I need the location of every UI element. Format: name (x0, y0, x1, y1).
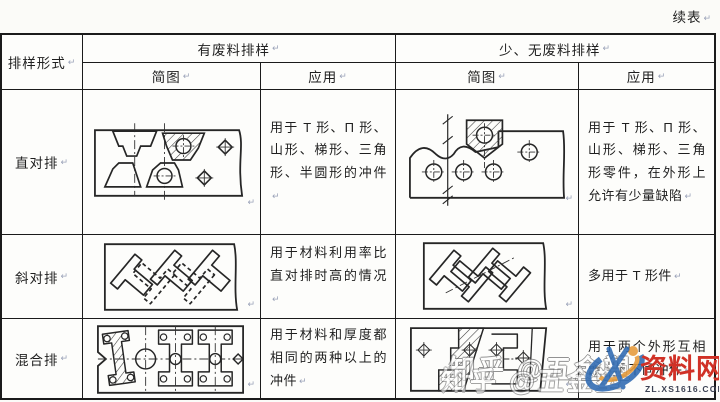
paragraph-mark: ↵ (299, 375, 308, 386)
application-mixed-with-waste: 用于材料和厚度都相同的两种以上的冲件↵ (261, 319, 396, 398)
application-straight-opposed-no-waste: 用于 T 形、Π 形、山形、梯形、三角形零件，在外形上允许有少量缺陷↵ (579, 90, 714, 235)
strip-layout-diagram (97, 325, 245, 394)
paragraph-mark: ↵ (703, 13, 712, 23)
row-straight-opposed-label: 直对排↵ (2, 90, 83, 235)
application-slant-opposed-with-waste: 用于材料利用率比直对排时高的情况↵ (261, 235, 396, 319)
application-slant-opposed-no-waste: 多用于 T 形件↵ (579, 235, 714, 319)
row-slant-opposed-label: 斜对排↵ (2, 235, 83, 319)
paragraph-mark: ↵ (565, 379, 573, 389)
diagram-slant-opposed-no-waste: ↵ (396, 235, 579, 319)
paragraph-mark: ↵ (339, 70, 348, 81)
strip-layout-diagram (103, 242, 239, 311)
strip-layout-diagram (410, 327, 548, 392)
application-mixed-no-waste: 用于两个外形互相嵌入的不同冲件↵ (588, 338, 706, 377)
header-diagram-with-waste: 简图↵ (83, 63, 261, 90)
layout-methods-table: 排样形式↵ 有废料排样↵ 少、无废料排样↵ 简图↵ 应用↵ 简图↵ 应用↵ 直对… (0, 33, 716, 400)
continued-table-label: 续表↵ (672, 6, 712, 26)
paragraph-mark: ↵ (684, 364, 693, 375)
header-with-waste-group: 有废料排样↵ (83, 35, 396, 63)
paragraph-mark: ↵ (272, 190, 281, 201)
strip-layout-diagram (409, 113, 566, 206)
paragraph-mark: ↵ (272, 293, 281, 304)
diagram-slant-opposed-with-waste: ↵ (83, 235, 261, 319)
application-straight-opposed-with-waste: 用于 T 形、Π 形、山形、梯形、三角形、半圆形的冲件↵ (261, 90, 396, 235)
paragraph-mark: ↵ (67, 56, 77, 67)
header-layout-form: 排样形式↵ (2, 35, 83, 90)
row-mixed-label: 混合排↵ (2, 319, 83, 398)
paragraph-mark: ↵ (60, 271, 70, 281)
paragraph-mark: ↵ (247, 379, 255, 389)
paragraph-mark: ↵ (247, 197, 255, 207)
header-application-with-waste: 应用↵ (261, 63, 396, 90)
diagram-mixed-no-waste: ↵ (396, 319, 579, 398)
header-application-no-waste: 应用↵ (579, 63, 714, 90)
paragraph-mark: ↵ (60, 156, 70, 167)
paragraph-mark: ↵ (271, 43, 281, 53)
diagram-straight-opposed-no-waste: ↵ (396, 90, 579, 235)
diagram-straight-opposed-with-waste: ↵ (83, 90, 261, 235)
paragraph-mark: ↵ (657, 70, 667, 81)
strip-layout-diagram (422, 241, 548, 310)
header-diagram-no-waste: 简图↵ (396, 63, 579, 90)
paragraph-mark: ↵ (498, 70, 507, 81)
paragraph-mark: ↵ (602, 43, 612, 53)
paragraph-mark: ↵ (684, 190, 693, 201)
continued-table-text: 续表 (672, 10, 702, 25)
header-no-waste-group: 少、无废料排样↵ (396, 35, 714, 63)
paragraph-mark: ↵ (673, 271, 682, 282)
paragraph-mark: ↵ (565, 193, 573, 203)
diagram-mixed-with-waste: ↵ (83, 319, 261, 398)
paragraph-mark: ↵ (247, 299, 255, 309)
paragraph-mark: ↵ (60, 353, 70, 363)
strip-layout-diagram (94, 122, 244, 200)
paragraph-mark: ↵ (182, 70, 192, 81)
paragraph-mark: ↵ (565, 299, 573, 309)
